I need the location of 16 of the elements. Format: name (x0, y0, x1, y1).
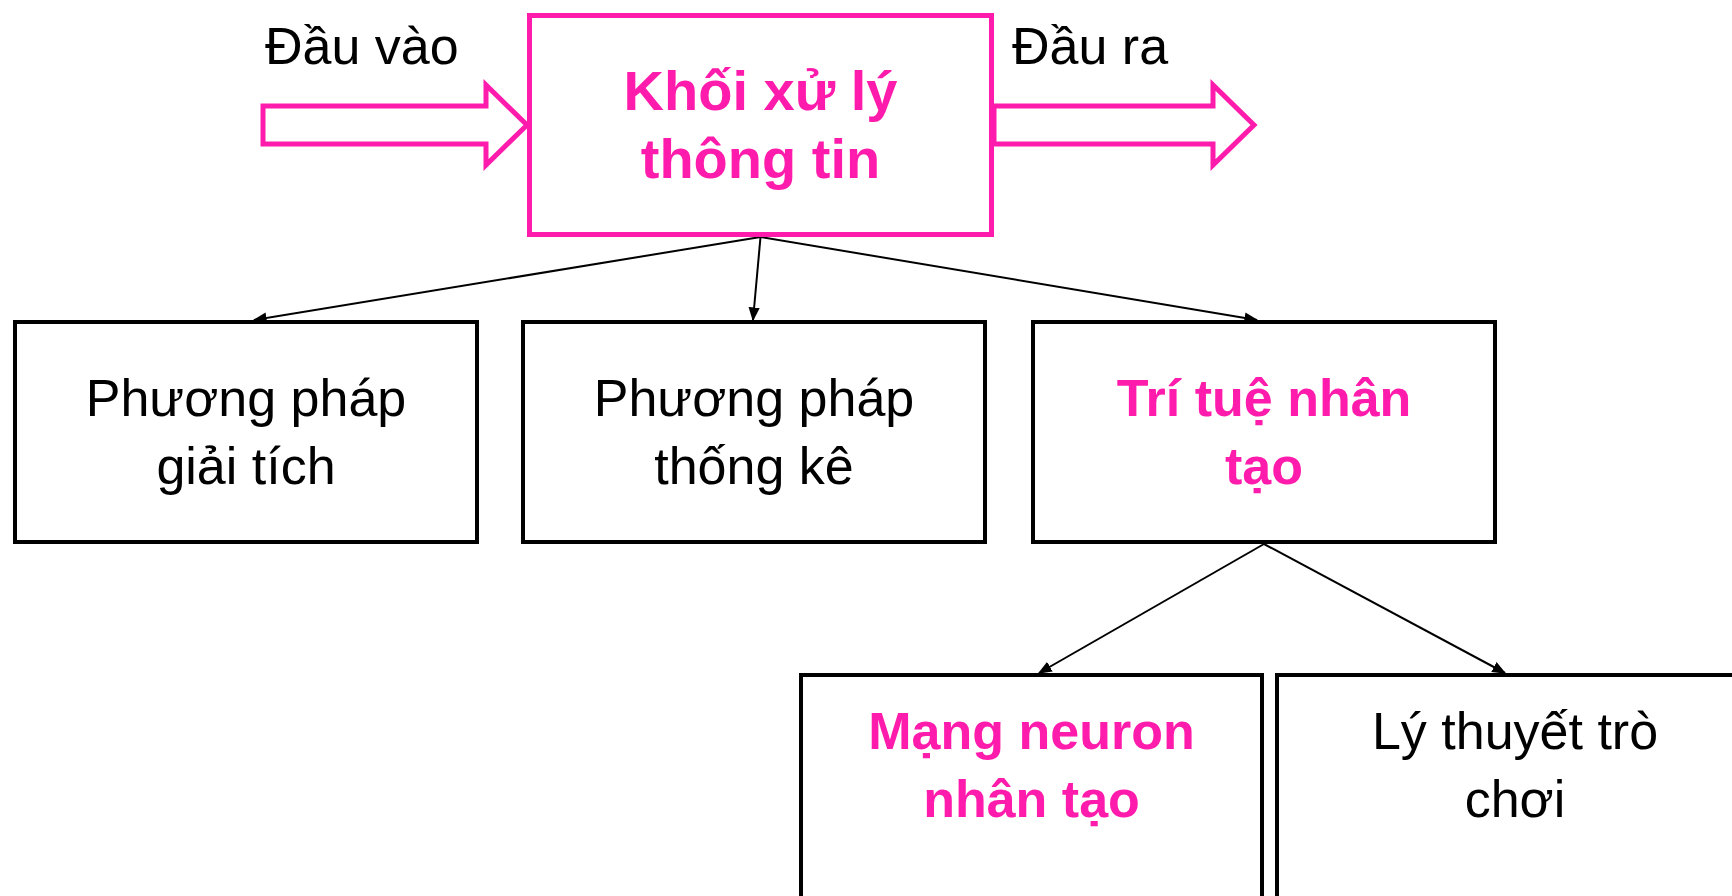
box-label: Lý thuyết trò chơi (1370, 701, 1660, 830)
box-label: Phương pháp thống kê (592, 368, 916, 497)
box-label: Mạng neuron nhân tạo (867, 701, 1196, 830)
process-box (1275, 673, 1732, 896)
arrow (748, 236, 762, 322)
block-arrow (991, 79, 1258, 171)
process-box (521, 320, 987, 544)
process-box (1031, 320, 1497, 544)
process-box (527, 13, 994, 237)
box-label: Trí tuệ nhân tạo (1115, 368, 1413, 497)
box-label: Khối xử lý thông tin (622, 58, 899, 192)
box-label: Phương pháp giải tích (84, 368, 408, 497)
process-box (13, 320, 479, 544)
arrow (1037, 543, 1265, 674)
arrow (1263, 543, 1507, 674)
process-box (799, 673, 1264, 896)
